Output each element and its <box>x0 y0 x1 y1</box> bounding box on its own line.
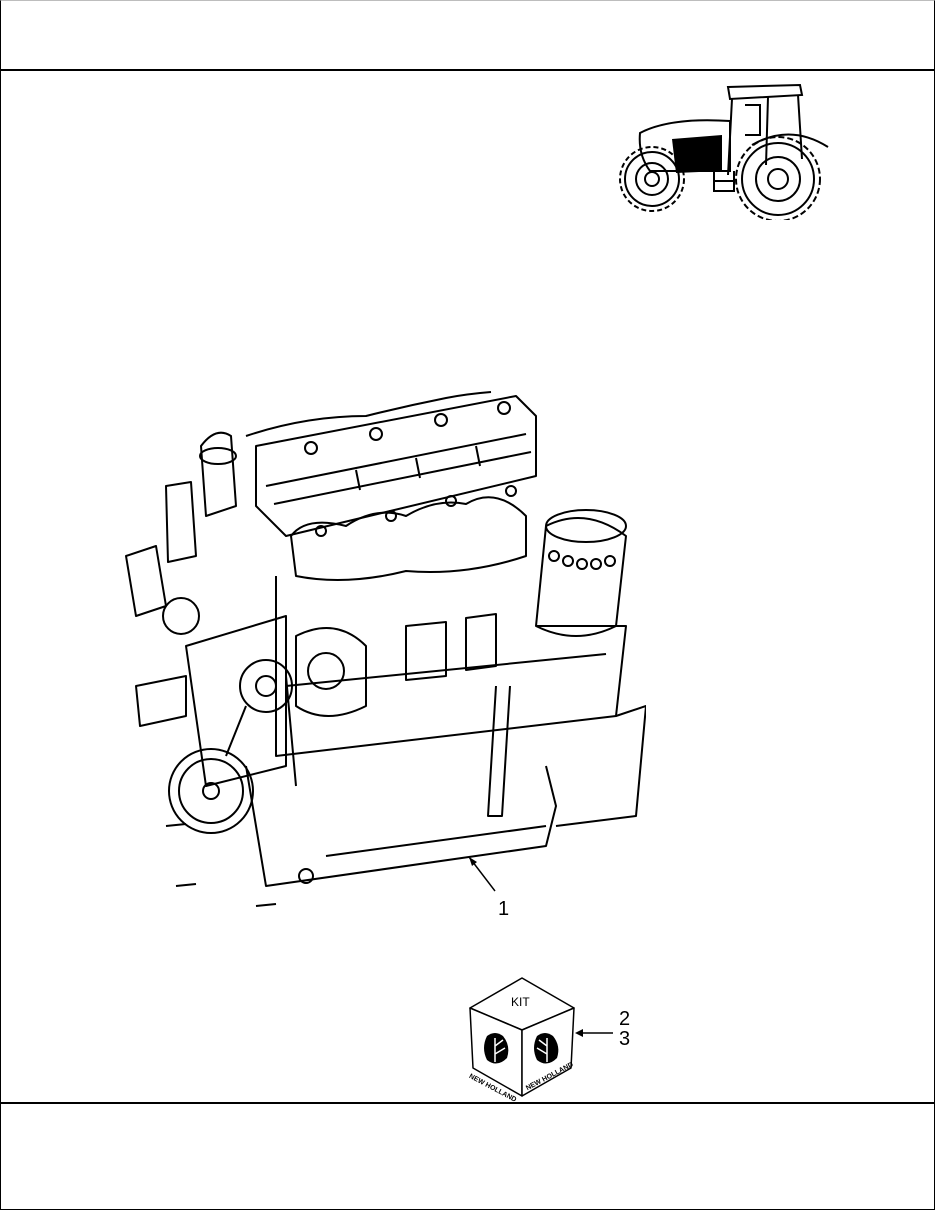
callout-3: 3 <box>619 1028 631 1050</box>
callout-1: 1 <box>498 898 510 920</box>
illustration-area: 1 KIT NEW HOLLAND <box>1 71 934 1104</box>
page-footer <box>1 1102 934 1211</box>
callout-1-leader <box>468 856 496 892</box>
tractor-icon <box>610 75 835 220</box>
callout-2: 2 <box>619 1008 631 1030</box>
kit-box-icon: KIT NEW HOLLAND NEW HOLLAND <box>467 976 577 1104</box>
engine-illustration <box>106 386 646 916</box>
kit-label: KIT <box>511 995 530 1009</box>
page-header <box>1 1 934 71</box>
callout-2-3-leader <box>575 1029 613 1037</box>
